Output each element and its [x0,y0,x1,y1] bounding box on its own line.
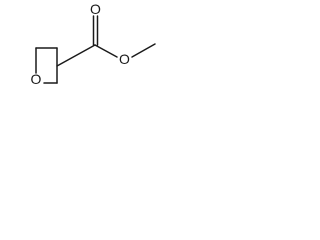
ester-oxygen-label: O [119,51,130,67]
ring-oxygen-label: O [31,71,42,87]
methyl-bond [131,43,156,58]
oxetane-ester-structure: O O O [31,1,156,87]
ester-single-bond [94,44,118,58]
carbonyl-oxygen-label: O [90,1,101,17]
ring-to-carbonyl-bond [56,44,96,67]
